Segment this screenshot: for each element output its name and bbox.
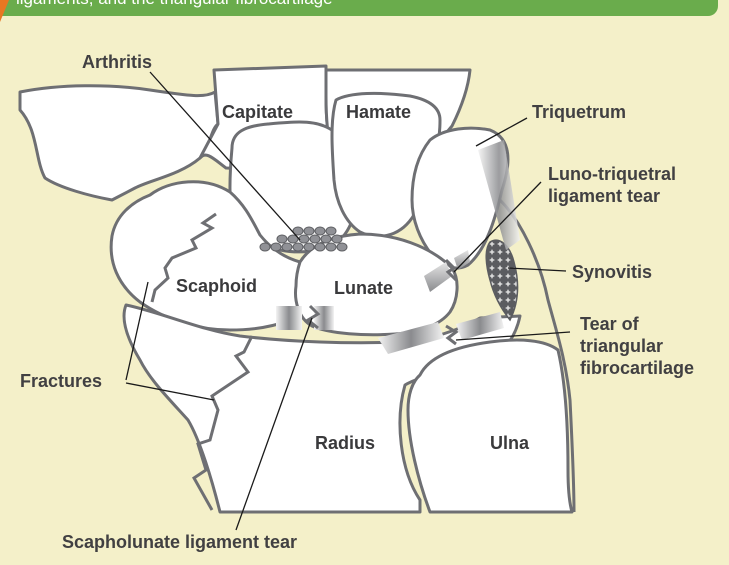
- label-capitate: Capitate: [222, 102, 293, 122]
- label-tfcc-1: Tear of: [580, 314, 640, 334]
- label-arthritis: Arthritis: [82, 52, 152, 72]
- label-scaphoid: Scaphoid: [176, 276, 257, 296]
- label-synovitis: Synovitis: [572, 262, 652, 282]
- label-fractures: Fractures: [20, 371, 102, 391]
- label-lunate: Lunate: [334, 278, 393, 298]
- label-lunotriquetral-1: Luno-triquetral: [548, 164, 676, 184]
- label-tfcc-2: triangular: [580, 336, 663, 356]
- label-hamate: Hamate: [346, 102, 411, 122]
- label-scapholunate: Scapholunate ligament tear: [62, 532, 297, 552]
- synovitis-mark: [486, 240, 517, 320]
- label-tfcc-3: fibrocartilage: [580, 358, 694, 378]
- label-triquetrum: Triquetrum: [532, 102, 626, 122]
- ulna-bone: [408, 340, 572, 512]
- label-radius: Radius: [315, 433, 375, 453]
- label-lunotriquetral-2: ligament tear: [548, 186, 660, 206]
- label-ulna: Ulna: [490, 433, 530, 453]
